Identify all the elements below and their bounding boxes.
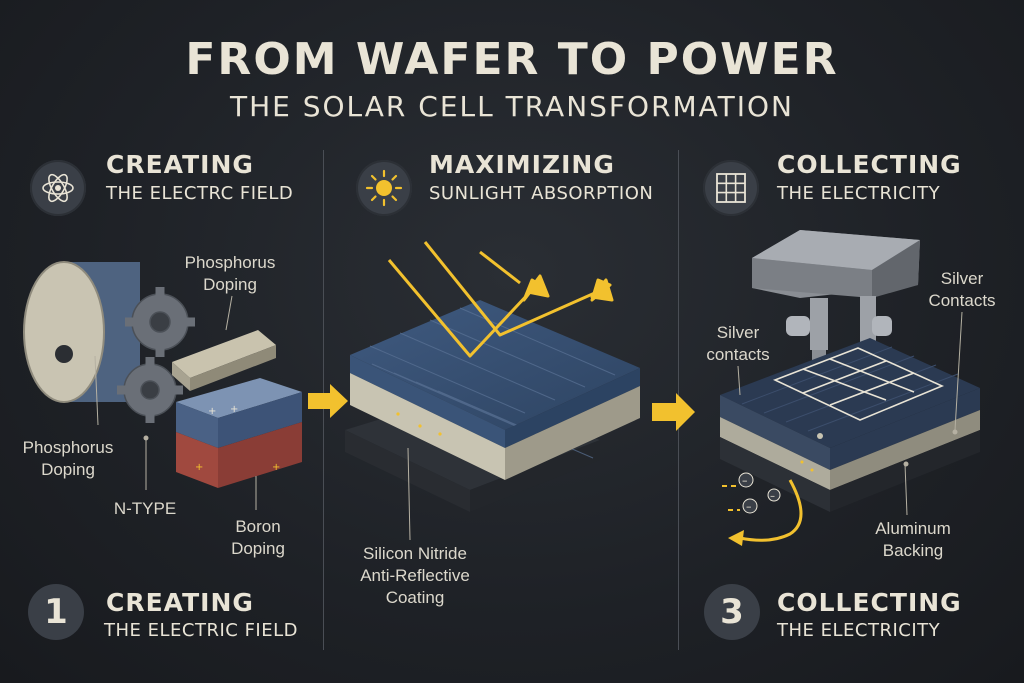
label-silver-contacts-right: Silver Contacts bbox=[928, 269, 996, 310]
section1-footer-subheading: THE ELECTRIC FIELD bbox=[104, 620, 298, 641]
phosphorus-bar bbox=[172, 330, 276, 391]
label-n-type: N-TYPE bbox=[113, 499, 177, 518]
section1-subheading: THE ELECTRC FIELD bbox=[106, 183, 294, 204]
coating-leader-line bbox=[407, 447, 411, 541]
label-boron-doping: Boron Doping bbox=[231, 517, 285, 558]
backing-marker bbox=[903, 461, 909, 467]
section3-footer-heading: COLLECTING bbox=[777, 588, 962, 617]
wafer-block: + + + + bbox=[176, 378, 302, 488]
label-aluminum-backing: Aluminum Backing bbox=[875, 519, 951, 560]
svg-text:+: + bbox=[230, 404, 238, 415]
section2-subheading: SUNLIGHT ABSORPTION bbox=[429, 183, 654, 204]
section2-heading: MAXIMIZING bbox=[429, 150, 615, 179]
coated-wafer bbox=[345, 300, 640, 512]
sun-icon bbox=[356, 160, 412, 216]
page-title: FROM WAFER TO POWER bbox=[185, 34, 839, 85]
section1-heading: CREATING bbox=[106, 150, 254, 179]
wafer-cylinder bbox=[23, 261, 140, 403]
svg-text:+: + bbox=[272, 462, 280, 473]
page-subtitle: THE SOLAR CELL TRANSFORMATION bbox=[229, 90, 795, 123]
label-silicon-nitride-coating: Silicon Nitride Anti-Reflective Coating bbox=[360, 544, 470, 607]
n-type-marker bbox=[143, 435, 149, 441]
step-1-badge: 1 bbox=[28, 584, 84, 640]
atom-icon bbox=[30, 160, 86, 216]
svg-text:–: – bbox=[746, 500, 752, 513]
svg-text:+: + bbox=[195, 462, 203, 473]
electron-flow: – – – bbox=[722, 472, 803, 546]
grid-icon bbox=[703, 160, 759, 216]
arrow-right-icon-2 bbox=[652, 393, 695, 431]
section3-heading: COLLECTING bbox=[777, 150, 962, 179]
section3-subheading: THE ELECTRICITY bbox=[777, 183, 941, 204]
label-phosphorus-doping-left: Phosphorus Doping bbox=[22, 438, 114, 479]
svg-text:–: – bbox=[742, 474, 748, 487]
contact-printer bbox=[752, 230, 920, 380]
gear-icon bbox=[117, 287, 195, 423]
arrow-right-icon bbox=[308, 384, 348, 418]
label-phosphorus-doping-top: Phosphorus Doping bbox=[184, 253, 276, 294]
section1-footer-heading: CREATING bbox=[106, 588, 254, 617]
svg-text:–: – bbox=[770, 491, 775, 502]
step-3-badge: 3 bbox=[704, 584, 760, 640]
contact-marker bbox=[952, 429, 958, 435]
collector-wafer bbox=[720, 338, 980, 512]
light-rays bbox=[387, 241, 614, 358]
section3-leader-lines bbox=[737, 311, 963, 516]
section1-leader-lines bbox=[94, 295, 257, 510]
section3-footer-subheading: THE ELECTRICITY bbox=[777, 620, 941, 641]
label-silver-contacts-left: Silver contacts bbox=[706, 323, 770, 364]
svg-text:+: + bbox=[208, 406, 216, 417]
